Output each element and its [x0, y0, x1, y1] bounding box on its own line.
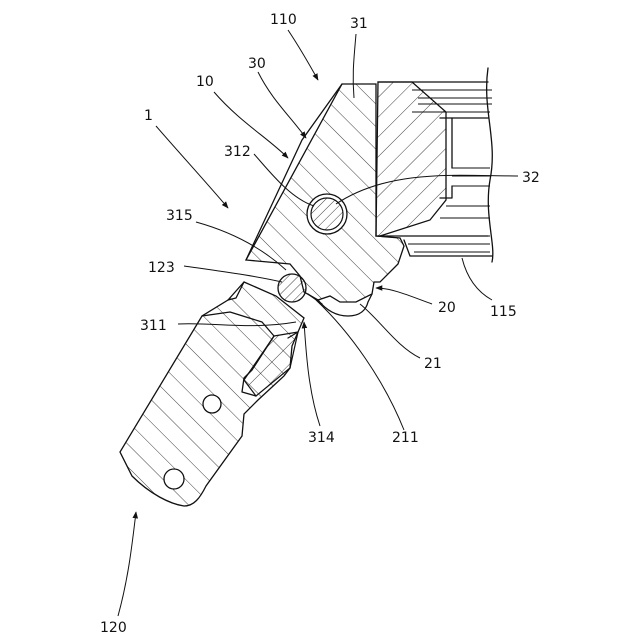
reference-labels: 110 31 30 10 1 312 32 315 123 20 115 311… [100, 12, 540, 636]
label-115: 115 [490, 304, 517, 320]
label-32: 32 [522, 170, 540, 186]
label-21: 21 [424, 356, 442, 372]
label-31: 31 [350, 16, 368, 32]
blade-120 [120, 282, 304, 506]
pin-123 [278, 274, 306, 302]
label-315: 315 [166, 208, 193, 224]
label-314: 314 [308, 430, 335, 446]
label-10: 10 [196, 74, 214, 90]
pin-312 [307, 194, 347, 234]
label-123: 123 [148, 260, 175, 276]
label-110: 110 [270, 12, 297, 28]
label-20: 20 [438, 300, 456, 316]
inner-block-32 [376, 82, 446, 236]
label-312: 312 [224, 144, 251, 160]
label-1: 1 [144, 108, 153, 124]
label-311: 311 [140, 318, 167, 334]
label-211: 211 [392, 430, 419, 446]
label-120: 120 [100, 620, 127, 636]
label-30: 30 [248, 56, 266, 72]
